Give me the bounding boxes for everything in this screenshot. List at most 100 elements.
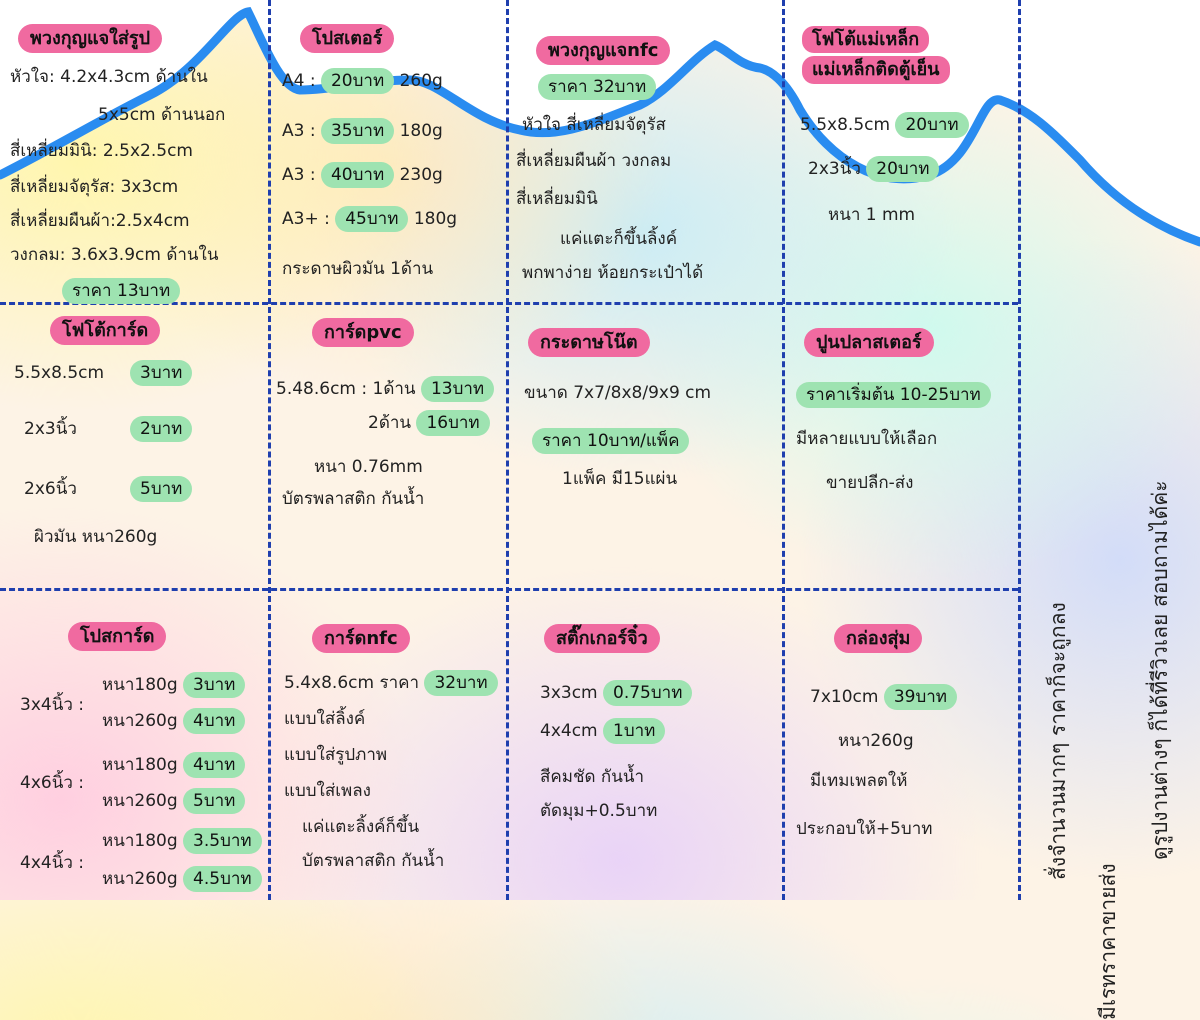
plaster-line: มีหลายแบบให้เลือก <box>796 429 938 449</box>
postcard-row: หนา260g 4บาท <box>102 708 246 735</box>
poster-note: กระดาษผิวมัน 1ด้าน <box>282 259 434 279</box>
keyring-nfc-line: พกพาง่าย ห้อยกระเป๋าได้ <box>522 263 704 283</box>
poster-weight: 230g <box>399 165 443 185</box>
sticker-row: 4x4cm 1บาท <box>540 718 666 745</box>
postcard-weight: หนา260g <box>102 869 178 889</box>
sticker-title: สติ๊กเกอร์จิ๋ว <box>544 624 660 654</box>
photo-card-size: 2x3นิ้ว <box>24 419 77 439</box>
postcard-size: 3x4นิ้ว : <box>20 695 84 715</box>
magnet-photo-price: 20บาท <box>866 156 940 183</box>
postcard-row: หนา180g 4บาท <box>102 752 246 779</box>
poster-price: 35บาท <box>320 118 395 145</box>
magnet-photo-title: โฟโต้แม่เหล็ก แม่เหล็กติดตู้เย็น <box>802 26 950 87</box>
card-nfc-size: 5.4x8.6cm ราคา <box>284 673 420 693</box>
magnet-photo-price: 20บาท <box>895 112 969 139</box>
memo-paper-title: กระดาษโน๊ต <box>528 328 650 358</box>
section-memo-paper: กระดาษโน๊ต ขนาด 7x7/8x8/9x9 cm ราคา 10บา… <box>506 304 782 588</box>
keyring-nfc-line: สี่เหลี่ยมมินิ <box>516 189 598 209</box>
memo-paper-note: 1แพ็ค มี15แผ่น <box>562 469 678 489</box>
side-note-line3: ดูรูปงานต่างๆ ก็ได้ที่รีวิวเลย สอบถามได้… <box>1148 480 1172 860</box>
divider-horizontal-1 <box>0 302 1018 305</box>
sticker-line: สีคมชัด กันน้ำ <box>540 767 645 787</box>
keyring-photo-line: สี่เหลี่ยมผืนผ้า:2.5x4cm <box>10 211 190 231</box>
magnet-photo-note: หนา 1 mm <box>828 205 916 225</box>
random-box-price: 39บาท <box>883 684 958 711</box>
card-nfc-row: 5.4x8.6cm ราคา 32บาท <box>284 670 498 697</box>
divider-vertical-4 <box>1018 0 1021 900</box>
postcard-row: หนา260g 5บาท <box>102 788 246 815</box>
postcard-weight: หนา180g <box>102 831 178 851</box>
poster-title: โปสเตอร์ <box>300 24 395 54</box>
divider-vertical-3 <box>782 0 785 900</box>
card-nfc-line: แบบใส่รูปภาพ <box>284 745 388 765</box>
postcard-row: หนา180g 3.5บาท <box>102 828 262 855</box>
side-note-line2: มีเรทราคาขายส่ง <box>1096 863 1120 1020</box>
magnet-photo-title-2: แม่เหล็กติดตู้เย็น <box>802 56 950 84</box>
section-sticker: สติ๊กเกอร์จิ๋ว 3x3cm 0.75บาท 4x4cm 1บาท … <box>506 590 782 900</box>
postcard-row: หนา260g 4.5บาท <box>102 866 262 893</box>
poster-weight: 180g <box>413 209 458 229</box>
magnet-photo-title-1: โฟโต้แม่เหล็ก <box>802 26 930 54</box>
postcard-price: 3.5บาท <box>183 828 262 855</box>
poster-size: A3 : <box>282 165 316 185</box>
side-notes: สั่งจำนวนมากๆ ราคาก็จะถูกลง มีเรทราคาขาย… <box>1035 240 1195 1020</box>
photo-card-size: 5.5x8.5cm <box>14 363 105 383</box>
keyring-nfc-line: สี่เหลี่ยมผืนผ้า วงกลม <box>516 151 672 171</box>
poster-price: 20บาท <box>320 68 395 95</box>
card-pvc-row: 5.48.6cm : 1ด้าน 13บาท <box>276 376 495 403</box>
postcard-size: 4x6นิ้ว : <box>20 773 84 793</box>
postcard-size: 4x4นิ้ว : <box>20 853 84 873</box>
postcard-weight: หนา180g <box>102 675 178 695</box>
postcard-weight: หนา260g <box>102 711 178 731</box>
keyring-nfc-line: แค่แตะก็ขึ้นลิ้งค์ <box>560 229 678 249</box>
section-keyring-photo: พวงกุญแจใส่รูป หัวใจ: 4.2x4.3cm ด้านใน 5… <box>0 0 268 305</box>
section-keyring-nfc: พวงกุญแจnfc ราคา 32บาท หัวใจ สี่เหลี่ยมจ… <box>506 0 782 302</box>
poster-size: A4 : <box>282 71 316 91</box>
plaster-price: ราคาเริ่มต้น 10-25บาท <box>796 382 991 409</box>
poster-row: A4 : 20บาท 260g <box>282 68 443 95</box>
postcard-weight: หนา180g <box>102 755 178 775</box>
sticker-price: 1บาท <box>603 718 666 745</box>
postcard-price: 4บาท <box>183 752 246 779</box>
random-box-thickness: หนา260g <box>838 731 914 751</box>
magnet-photo-row: 5.5x8.5cm 20บาท <box>800 112 969 139</box>
postcard-price: 4.5บาท <box>183 866 262 893</box>
keyring-photo-line: สี่เหลี่ยมมินิ: 2.5x2.5cm <box>10 141 193 161</box>
poster-weight: 180g <box>399 121 443 141</box>
section-magnet-photo: โฟโต้แม่เหล็ก แม่เหล็กติดตู้เย็น 5.5x8.5… <box>782 0 1018 302</box>
keyring-photo-line: สี่เหลี่ยมจัตุรัส: 3x3cm <box>10 177 179 197</box>
section-card-pvc: การ์ดpvc 5.48.6cm : 1ด้าน 13บาท 2ด้าน 16… <box>268 304 506 588</box>
card-nfc-price: 32บาท <box>424 670 498 697</box>
keyring-photo-line: วงกลม: 3.6x3.9cm ด้านใน <box>10 245 219 265</box>
random-box-line: ประกอบให้+5บาท <box>796 819 933 839</box>
card-pvc-side: 1ด้าน <box>372 379 416 399</box>
card-pvc-title: การ์ดpvc <box>312 318 414 348</box>
card-pvc-thickness: หนา 0.76mm <box>314 457 423 477</box>
postcard-row: หนา180g 3บาท <box>102 672 246 699</box>
section-random-box: กล่องสุ่ม 7x10cm 39บาท หนา260g มีเทมเพลต… <box>782 590 1018 900</box>
plaster-line: ขายปลีก-ส่ง <box>826 473 914 493</box>
keyring-nfc-line: หัวใจ สี่เหลี่ยมจัตุรัส <box>522 115 666 135</box>
photo-card-price: 5บาท <box>130 476 193 503</box>
sticker-size: 3x3cm <box>540 683 598 703</box>
photo-card-title: โฟโต้การ์ด <box>50 316 161 346</box>
card-nfc-title: การ์ดnfc <box>312 624 410 654</box>
keyring-photo-price: ราคา 13บาท <box>62 278 181 305</box>
random-box-size: 7x10cm <box>810 687 879 707</box>
section-photo-card: โฟโต้การ์ด 5.5x8.5cm 3บาท 2x3นิ้ว 2บาท 2… <box>0 304 268 588</box>
poster-row: A3 : 40บาท 230g <box>282 162 443 189</box>
photo-card-size: 2x6นิ้ว <box>24 479 77 499</box>
card-nfc-line: แบบใส่ลิ้งค์ <box>284 709 366 729</box>
keyring-photo-title: พวงกุญแจใส่รูป <box>18 24 163 54</box>
keyring-nfc-price: ราคา 32บาท <box>538 74 657 101</box>
memo-paper-price: ราคา 10บาท/แพ็ค <box>532 428 690 455</box>
magnet-photo-size: 5.5x8.5cm <box>800 115 891 135</box>
section-card-nfc: การ์ดnfc 5.4x8.6cm ราคา 32บาท แบบใส่ลิ้ง… <box>268 590 506 900</box>
random-box-line: มีเทมเพลตให้ <box>810 771 908 791</box>
section-plaster: ปูนปลาสเตอร์ ราคาเริ่มต้น 10-25บาท มีหลา… <box>782 304 1018 588</box>
random-box-row: 7x10cm 39บาท <box>810 684 958 711</box>
card-pvc-row: 2ด้าน 16บาท <box>368 410 490 437</box>
photo-card-price: 3บาท <box>130 360 193 387</box>
poster-row: A3 : 35บาท 180g <box>282 118 443 145</box>
poster-price: 40บาท <box>320 162 395 189</box>
